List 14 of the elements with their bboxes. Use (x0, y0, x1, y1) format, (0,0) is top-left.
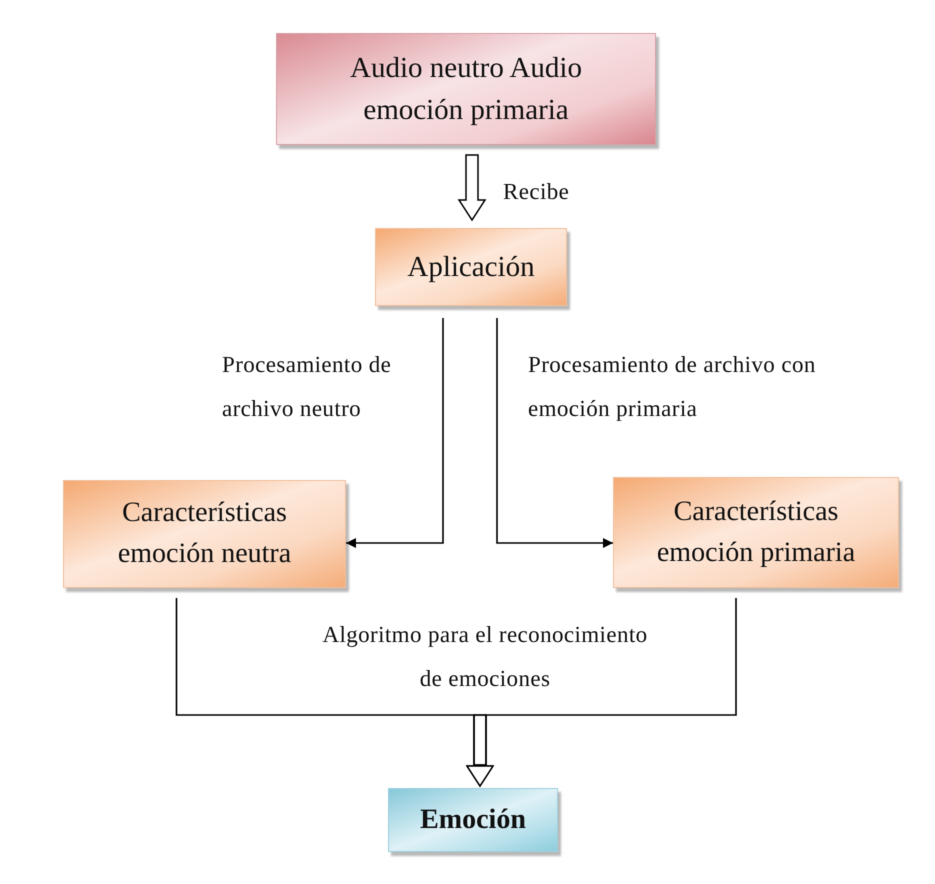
process-box (613, 477, 899, 588)
process-box (388, 788, 558, 852)
arrow (466, 597, 737, 787)
box-label: Audio neutro Audio emoción primaria (349, 50, 583, 128)
process-box (375, 228, 567, 306)
arrow (346, 318, 444, 548)
box-label: Características emoción neutra (116, 496, 292, 571)
process-box (63, 480, 346, 588)
process-box (276, 33, 656, 145)
arrow (496, 318, 613, 548)
box-label: Características emoción primaria (656, 494, 856, 570)
box-label: Aplicación (407, 250, 535, 285)
block-arrow (458, 154, 486, 222)
box-label: Emoción (420, 802, 526, 837)
